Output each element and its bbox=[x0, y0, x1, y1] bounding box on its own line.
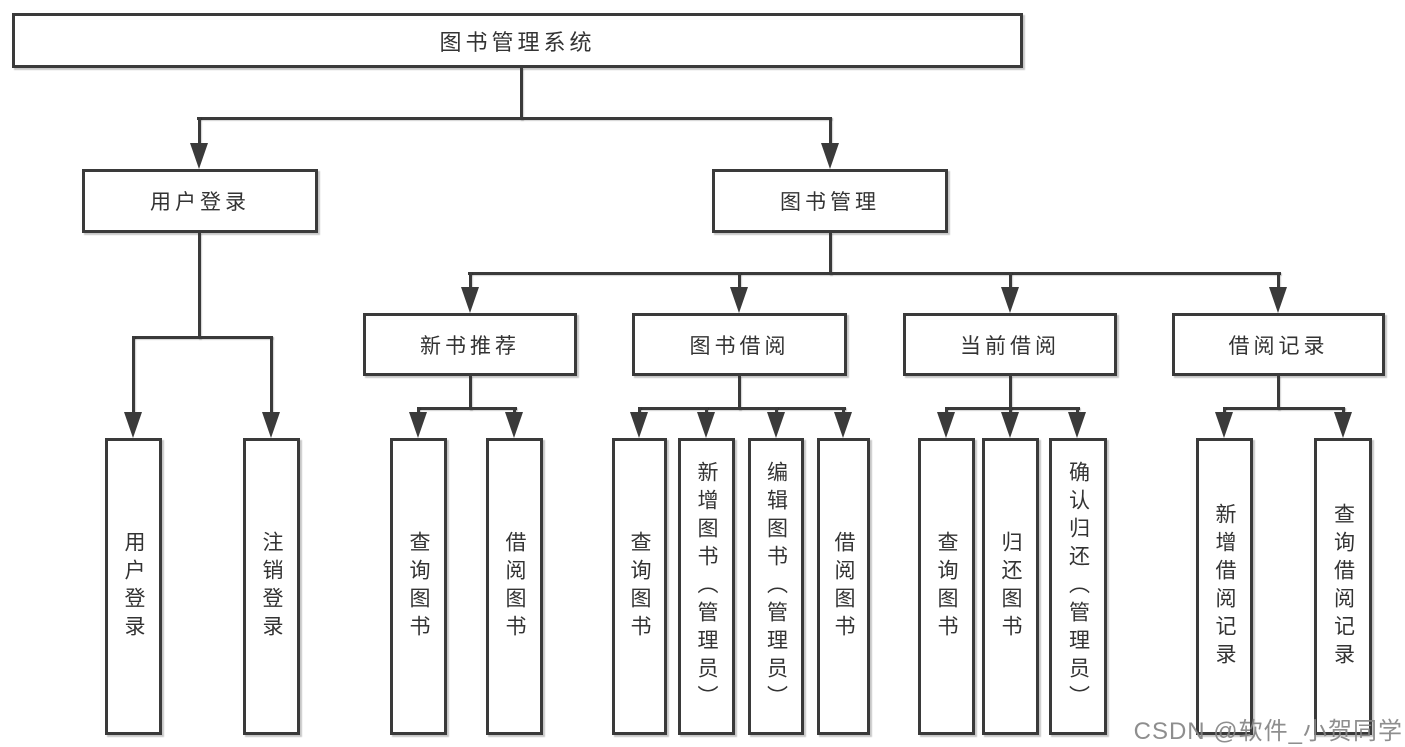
arrowhead-down-icon bbox=[409, 412, 427, 438]
connector-bookmgmt-stem bbox=[829, 233, 832, 275]
connector-bookmgmt-drop-1 bbox=[469, 272, 472, 289]
leaf-add-books-admin: 新增图书（管理员） bbox=[678, 438, 735, 735]
connector-records-stem bbox=[1277, 376, 1280, 410]
connector-bookmgmt-drop-4 bbox=[1277, 272, 1280, 289]
connector-current-drop-1 bbox=[945, 407, 948, 415]
arrowhead-down-icon bbox=[630, 412, 648, 438]
leaf-query-books-borrowing: 查询图书 bbox=[612, 438, 667, 735]
arrowhead-down-icon bbox=[505, 412, 523, 438]
connector-current-rail bbox=[945, 407, 1080, 410]
leaf-add-borrow-record: 新增借阅记录 bbox=[1196, 438, 1253, 735]
arrowhead-down-icon bbox=[834, 412, 852, 438]
node-new-book-recommendation: 新书推荐 bbox=[363, 313, 577, 376]
node-current-borrowing: 当前借阅 bbox=[903, 313, 1117, 376]
node-book-borrowing: 图书借阅 bbox=[632, 313, 847, 376]
arrowhead-down-icon bbox=[1269, 287, 1287, 313]
connector-userlogin-stem bbox=[198, 233, 201, 339]
leaf-query-books-recommend: 查询图书 bbox=[390, 438, 447, 735]
arrowhead-down-icon bbox=[1334, 412, 1352, 438]
leaf-return-books: 归还图书 bbox=[982, 438, 1039, 735]
leaf-confirm-return-admin: 确认归还（管理员） bbox=[1049, 438, 1107, 735]
connector-root-drop-left bbox=[198, 117, 201, 145]
connector-borrowing-drop-1 bbox=[638, 407, 641, 415]
arrowhead-down-icon bbox=[730, 287, 748, 313]
connector-borrowing-stem bbox=[738, 376, 741, 410]
connector-bookmgmt-drop-2 bbox=[738, 272, 741, 289]
leaf-borrow-books: 借阅图书 bbox=[817, 438, 870, 735]
arrowhead-down-icon bbox=[461, 287, 479, 313]
arrowhead-down-icon bbox=[1001, 412, 1019, 438]
connector-root-rail bbox=[197, 117, 832, 120]
arrowhead-down-icon bbox=[1068, 412, 1086, 438]
connector-recommend-rail bbox=[417, 407, 517, 410]
arrowhead-down-icon bbox=[1215, 412, 1233, 438]
arrowhead-down-icon bbox=[767, 412, 785, 438]
node-user-login: 用户登录 bbox=[82, 169, 318, 233]
connector-recommend-drop-2 bbox=[513, 407, 516, 415]
leaf-user-login: 用户登录 bbox=[105, 438, 162, 735]
node-book-management: 图书管理 bbox=[712, 169, 948, 233]
connector-userlogin-drop-2 bbox=[270, 336, 273, 414]
connector-recommend-drop-1 bbox=[417, 407, 420, 415]
leaf-query-books-current: 查询图书 bbox=[918, 438, 975, 735]
connector-current-drop-3 bbox=[1076, 407, 1079, 415]
arrowhead-down-icon bbox=[190, 143, 208, 169]
connector-userlogin-drop-1 bbox=[132, 336, 135, 414]
connector-borrowing-drop-4 bbox=[842, 407, 845, 415]
connector-records-drop-1 bbox=[1223, 407, 1226, 415]
csdn-watermark: CSDN @软件_小贺同学 bbox=[1133, 718, 1403, 745]
arrowhead-down-icon bbox=[262, 412, 280, 438]
connector-current-drop-2 bbox=[1009, 407, 1012, 415]
arrowhead-down-icon bbox=[1001, 287, 1019, 313]
connector-records-rail bbox=[1223, 407, 1345, 410]
leaf-query-borrow-record: 查询借阅记录 bbox=[1314, 438, 1372, 735]
connector-root-drop-right bbox=[829, 117, 832, 145]
connector-recommend-stem bbox=[469, 376, 472, 410]
connector-bookmgmt-rail bbox=[468, 272, 1281, 275]
leaf-logout: 注销登录 bbox=[243, 438, 300, 735]
connector-records-drop-2 bbox=[1342, 407, 1345, 415]
connector-root-stem bbox=[520, 68, 523, 120]
connector-borrowing-drop-3 bbox=[775, 407, 778, 415]
node-borrowing-records: 借阅记录 bbox=[1172, 313, 1385, 376]
connector-borrowing-rail bbox=[638, 407, 846, 410]
connector-bookmgmt-drop-3 bbox=[1009, 272, 1012, 289]
connector-current-stem bbox=[1009, 376, 1012, 410]
arrowhead-down-icon bbox=[697, 412, 715, 438]
connector-userlogin-rail bbox=[132, 336, 273, 339]
arrowhead-down-icon bbox=[124, 412, 142, 438]
node-root-library-system: 图书管理系统 bbox=[12, 13, 1023, 68]
leaf-borrow-books-recommend: 借阅图书 bbox=[486, 438, 543, 735]
arrowhead-down-icon bbox=[937, 412, 955, 438]
arrowhead-down-icon bbox=[821, 143, 839, 169]
leaf-edit-books-admin: 编辑图书（管理员） bbox=[748, 438, 804, 735]
connector-borrowing-drop-2 bbox=[705, 407, 708, 415]
